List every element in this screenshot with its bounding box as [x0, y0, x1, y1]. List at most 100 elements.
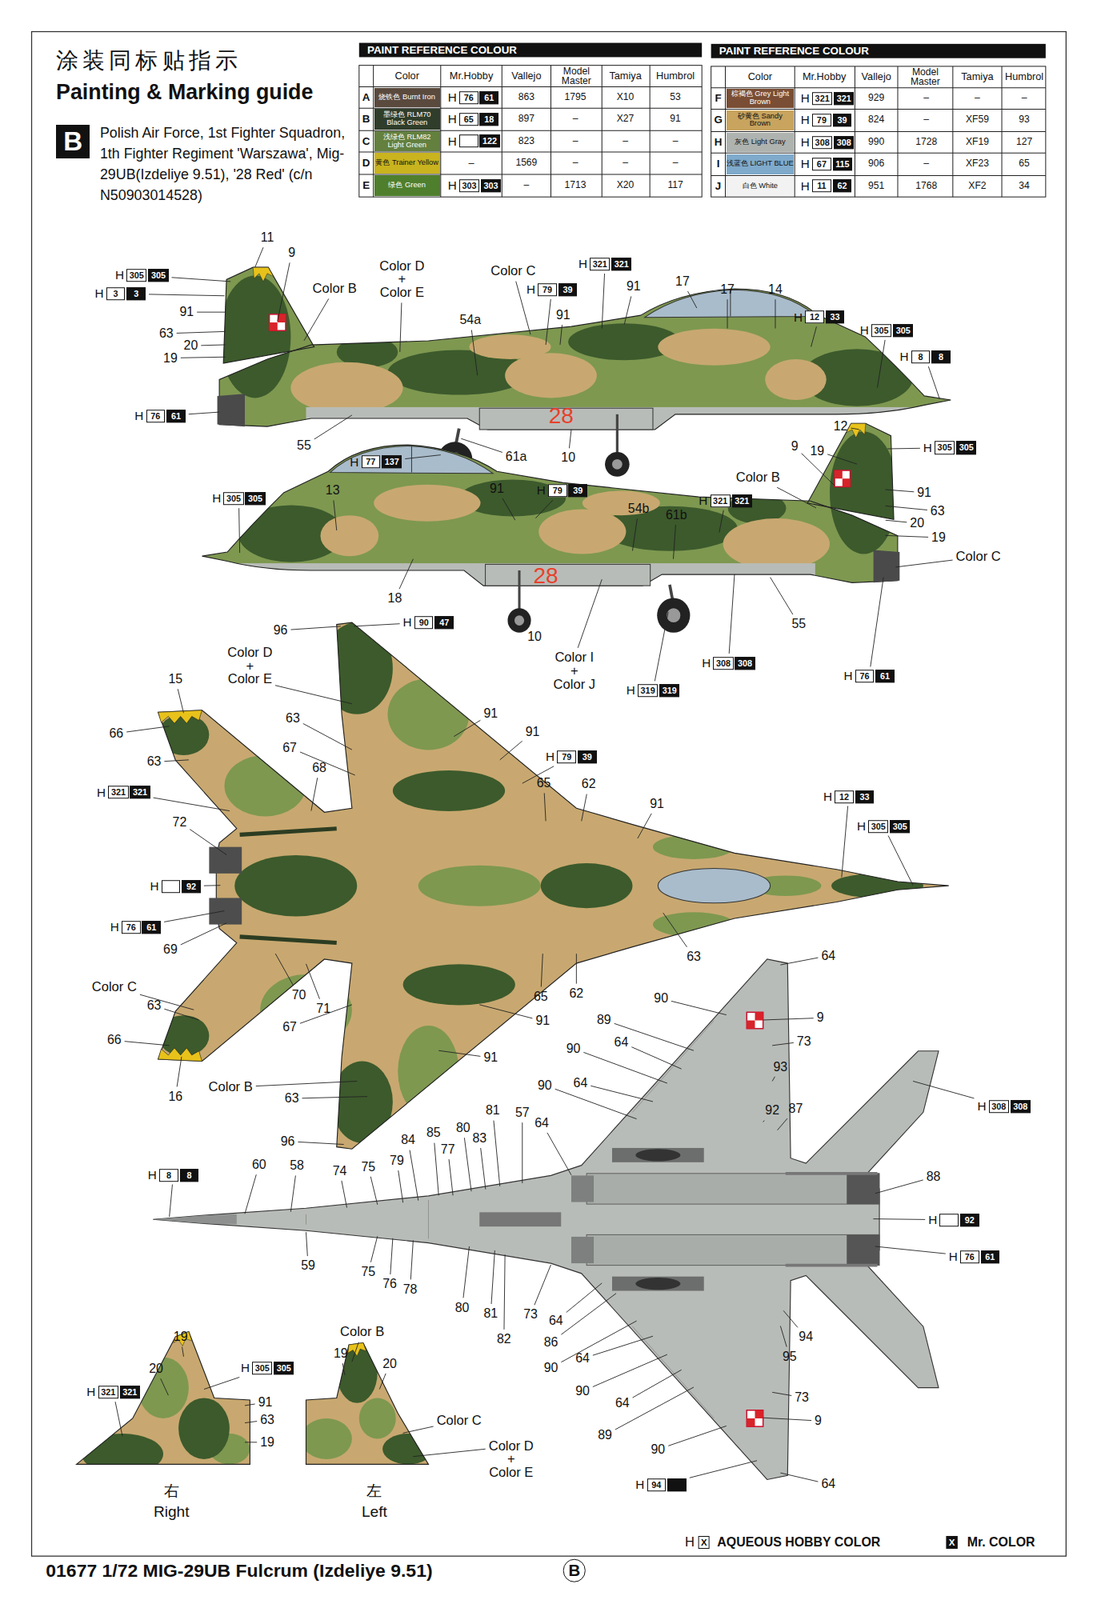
leader-line: [448, 1159, 453, 1196]
leader-line: [399, 559, 413, 590]
paint-chip: H308308: [976, 1100, 1030, 1115]
callout-label: 71: [316, 1001, 331, 1017]
paint-code: 61: [980, 1250, 1001, 1264]
hobby-prefix: H: [800, 113, 810, 129]
top-view: [158, 622, 949, 1150]
leader-line: [624, 296, 632, 325]
hobby-prefix: H: [95, 286, 105, 301]
table-text: –: [672, 136, 679, 148]
table-text: PAINT REFERENCE COLOUR: [719, 45, 869, 58]
table-text: X10: [616, 92, 635, 104]
figure-part: [746, 1410, 763, 1427]
callout-label: 90: [566, 1041, 581, 1057]
callout-label: 91: [525, 724, 541, 740]
leader-line: [535, 500, 553, 519]
hobby-prefix: H: [536, 483, 546, 498]
paint-code: 39: [832, 113, 853, 127]
legend-text: 白色 White: [742, 182, 778, 191]
figure-part: [403, 964, 516, 1005]
color-swatch: 白色 White: [726, 176, 794, 197]
paint-code: 321: [732, 494, 753, 508]
callout-label: 69: [163, 942, 178, 957]
legend-text: 绿色 Green: [388, 181, 425, 190]
callout-label: 93: [772, 1059, 788, 1074]
figure-part: [635, 1149, 681, 1162]
leader-line: [438, 1050, 481, 1057]
table-text: –: [622, 157, 629, 169]
figure-part: [711, 66, 1046, 197]
paint-chip: H303303: [448, 178, 501, 193]
leader-line: [728, 574, 735, 654]
callout-label: 63: [686, 949, 701, 965]
leader-line: [637, 813, 652, 839]
figure-part: [137, 1357, 189, 1419]
paint-code: 115: [832, 157, 853, 171]
table-text: –: [1021, 92, 1028, 105]
leader-line: [568, 429, 572, 449]
figure-part: [178, 1397, 230, 1460]
legend-text: 墨绿色 RLM70 Black Green: [374, 111, 441, 128]
table-text: Mr.Hobby: [802, 71, 847, 84]
leader-line: [601, 273, 605, 329]
leader-line: [342, 1363, 345, 1376]
table-text: XF59: [965, 114, 989, 126]
leader-line: [370, 1177, 378, 1206]
callout-label: Color D: [488, 1438, 534, 1454]
table-text: –: [524, 180, 530, 192]
paint-code: 76: [459, 91, 479, 105]
table-text: 117: [667, 180, 683, 192]
leader-line: [409, 1150, 419, 1202]
leader-line: [672, 524, 676, 560]
figure-part: [158, 622, 924, 1144]
paint-code: 39: [568, 484, 588, 497]
legend-text: 棕褐色 Grey Light Brown: [726, 90, 794, 107]
callout-label: 19: [931, 530, 946, 545]
callout-label: 81: [483, 1306, 498, 1322]
leader-line: [912, 1080, 974, 1098]
figure-part: [359, 65, 702, 198]
paint-code: 8: [911, 350, 931, 364]
leader-line: [583, 1052, 667, 1084]
callout-label: 67: [282, 1020, 297, 1035]
callout-label: 63: [930, 504, 945, 519]
paint-chip: H305305: [856, 819, 910, 834]
callout-label: 19: [163, 350, 178, 365]
paint-code: 319: [637, 684, 658, 697]
legend-text: 黄色 Trainer Yellow: [375, 159, 439, 168]
paint-code: 3: [126, 287, 146, 301]
paint-code: 61: [141, 920, 161, 934]
leader-line: [502, 498, 516, 521]
callout-label: 91: [649, 796, 665, 812]
paint-code: 305: [892, 324, 913, 337]
color-swatch: 浅绿色 RLM82 Light Green: [374, 131, 441, 151]
callout-label: 63: [147, 754, 162, 769]
hobby-prefix: H: [793, 310, 803, 325]
callout-label: 19: [809, 443, 825, 458]
leader-line: [689, 1461, 757, 1478]
paint-chip: H7939: [545, 749, 597, 765]
legend-text: 烧铁色 Burnt Iron: [378, 93, 435, 102]
callout-label: 9: [288, 245, 296, 261]
callout-label: Color E: [228, 672, 273, 688]
table-text: 990: [868, 136, 885, 149]
figure-part: [586, 1173, 880, 1205]
color-swatch: 砂黄色 Sandy Brown: [726, 110, 794, 131]
leader-line: [895, 560, 953, 568]
hobby-prefix: H: [403, 615, 413, 630]
table-text: B: [362, 112, 371, 125]
leader-line: [314, 415, 353, 440]
hobby-prefix: H: [148, 1168, 157, 1183]
paint-chip: H122: [448, 134, 501, 149]
figure-part: [746, 1012, 763, 1029]
callout-label: 91: [179, 304, 194, 320]
leader-line: [180, 923, 227, 945]
color-swatch: 墨绿色 RLM70 Black Green: [374, 108, 441, 129]
leader-line: [504, 1254, 505, 1330]
color-swatch: 浅蓝色 LIGHT BLUE: [726, 154, 794, 175]
callout-label: 9: [791, 439, 799, 454]
leader-line: [244, 1174, 257, 1214]
leader-line: [774, 299, 776, 329]
figure-part: [321, 622, 393, 715]
figure-part: [540, 863, 633, 909]
